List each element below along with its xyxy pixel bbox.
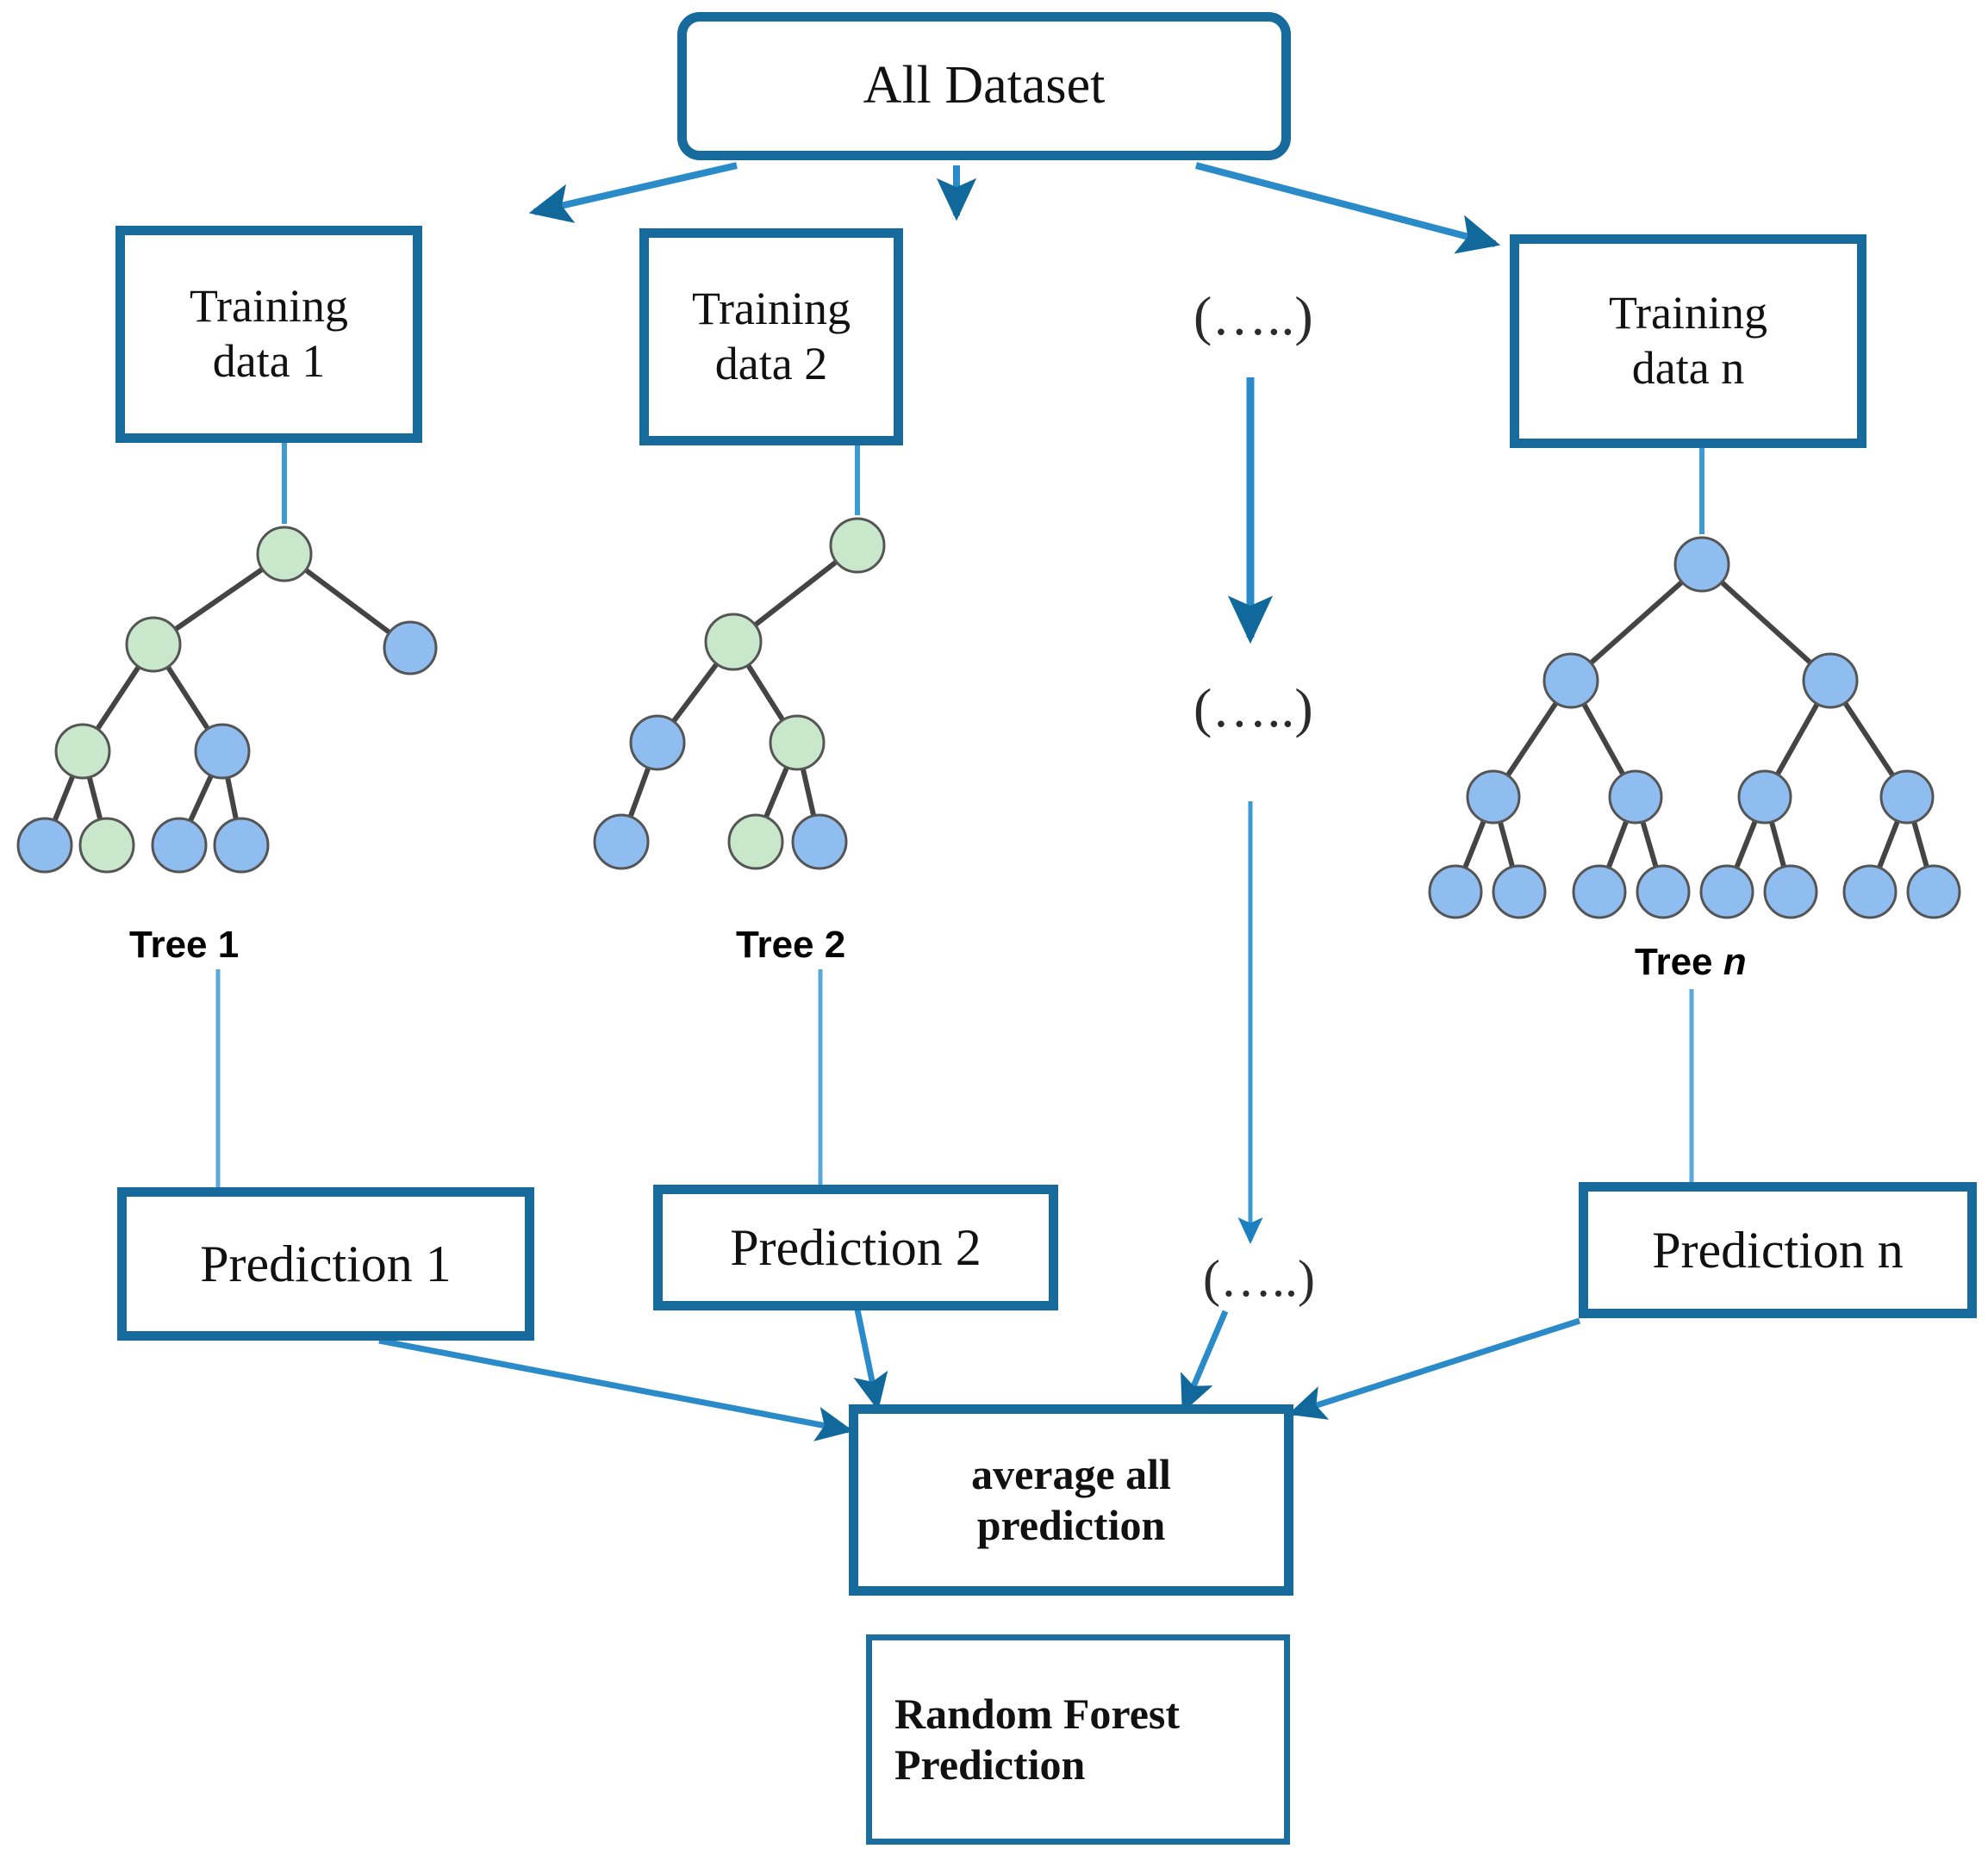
training-data-1-box[interactable]: Training data 1: [115, 226, 422, 443]
average-all-prediction-label: average all prediction: [971, 1450, 1171, 1549]
tree-2-label: Tree 2: [736, 924, 846, 966]
tree-node-green: [829, 517, 886, 574]
tree-node-blue: [213, 817, 270, 874]
tree-node-blue: [194, 723, 251, 780]
arrow-dataset-to-training-1: [528, 162, 738, 223]
arrow-ellipsis-bottom-to-average: [1181, 1310, 1229, 1414]
tree-node-green: [727, 813, 784, 870]
tree-node-blue: [1763, 864, 1818, 919]
tree-node-blue: [1737, 769, 1792, 825]
tree-node-blue: [151, 817, 208, 874]
tree-1-label: Tree 1: [129, 924, 240, 966]
prediction-2-box[interactable]: Prediction 2: [653, 1185, 1058, 1310]
arrow-prediction1-to-average: [378, 1337, 854, 1441]
tree-node-blue: [1542, 652, 1599, 709]
tree-node-blue: [16, 817, 73, 874]
tree-edge: [1569, 562, 1704, 683]
training-data-n-box[interactable]: Training data n: [1510, 234, 1866, 448]
tree-n-label: Tree n: [1635, 941, 1747, 984]
tree-node-green: [125, 616, 182, 673]
tree-node-green: [256, 526, 313, 582]
tree-node-blue: [593, 813, 650, 870]
tree-node-blue: [1636, 864, 1691, 919]
tree-node-green: [54, 723, 111, 780]
tree-node-green: [78, 817, 135, 874]
training-data-2-label: Training data 2: [691, 283, 851, 389]
tree-node-blue: [629, 714, 686, 771]
prediction-1-label: Prediction 1: [200, 1235, 452, 1292]
tree-1: [16, 526, 438, 874]
ellipsis-middle: (…..): [1193, 677, 1313, 738]
ellipsis-top: (…..): [1193, 285, 1313, 346]
tree-node-blue: [1699, 864, 1754, 919]
ellipsis-bottom: (…..): [1203, 1250, 1315, 1307]
all-dataset-box[interactable]: All Dataset: [677, 12, 1291, 160]
tree-edge: [1699, 562, 1833, 683]
tree-node-blue: [1802, 652, 1859, 709]
tree-node-green: [704, 613, 763, 671]
tree-node-blue: [1428, 864, 1483, 919]
random-forest-prediction-label: Random Forest Prediction: [894, 1690, 1181, 1789]
arrow-predictionn-to-average: [1287, 1317, 1581, 1420]
prediction-n-box[interactable]: Prediction n: [1579, 1182, 1977, 1318]
tree-node-blue: [1608, 769, 1663, 825]
prediction-n-label: Prediction n: [1652, 1221, 1904, 1279]
training-data-1-label: Training data 1: [189, 280, 349, 387]
tree-node-blue: [1572, 864, 1627, 919]
tree-node-blue: [1906, 864, 1961, 919]
training-data-2-box[interactable]: Training data 2: [639, 228, 903, 445]
arrow-dataset-to-training-n: [1194, 162, 1501, 254]
tree-node-green: [769, 714, 826, 771]
tree-node-blue: [1879, 769, 1935, 825]
tree-node-blue: [1842, 864, 1898, 919]
tree-n-label-suffix: n: [1723, 941, 1747, 983]
prediction-2-label: Prediction 2: [730, 1218, 982, 1276]
tree-node-blue: [383, 620, 438, 675]
training-data-n-label: Training data n: [1608, 287, 1768, 394]
tree-n-label-prefix: Tree: [1635, 941, 1723, 983]
prediction-1-box[interactable]: Prediction 1: [117, 1187, 534, 1341]
all-dataset-label: All Dataset: [863, 56, 1106, 115]
random-forest-prediction-box[interactable]: Random Forest Prediction: [866, 1634, 1290, 1845]
tree-node-blue: [1466, 769, 1521, 825]
tree-2: [593, 517, 886, 870]
average-all-prediction-box[interactable]: average all prediction: [849, 1404, 1293, 1596]
tree-node-blue: [1673, 536, 1730, 593]
arrow-prediction2-to-average: [853, 1309, 888, 1411]
tree-n: [1428, 536, 1961, 919]
tree-node-blue: [791, 813, 848, 870]
tree-node-blue: [1492, 864, 1547, 919]
